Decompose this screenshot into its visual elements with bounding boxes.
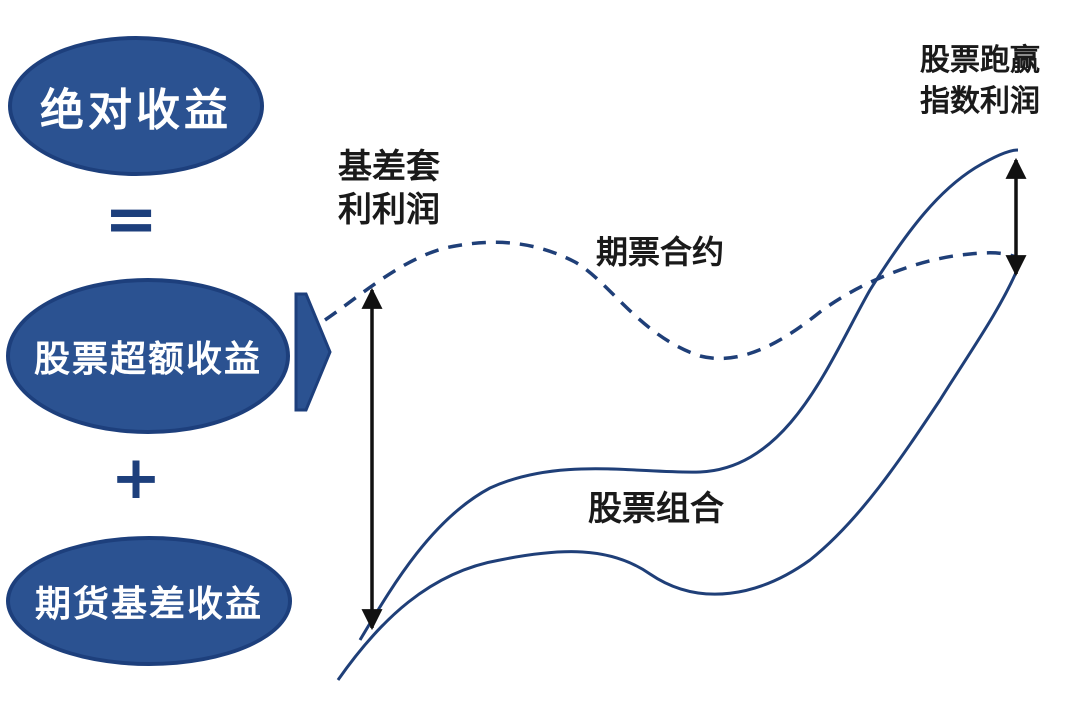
stock-portfolio-label: 股票组合	[588, 489, 724, 529]
absolute-return-ellipse: 绝对收益	[8, 36, 264, 176]
equals-sign: =	[104, 183, 158, 257]
futures-basis-return-ellipse: 期货基差收益	[6, 536, 292, 666]
stock-portfolio-upper-curve	[358, 148, 1019, 641]
basis-arbitrage-label-line2: 利利润	[338, 190, 440, 231]
alpha-profit-label-line1: 股票跑赢	[920, 43, 1040, 78]
futures-basis-return-label: 期货基差收益	[34, 584, 263, 625]
transition-arrow-icon	[294, 292, 332, 412]
futures-contract-label: 期票合约	[596, 233, 725, 271]
alpha-profit-label: 股票跑赢 指数利润	[920, 43, 1040, 119]
alpha-profit-label-line2: 指数利润	[920, 83, 1040, 119]
basis-arbitrage-label-line1: 基差套	[338, 147, 440, 187]
stock-excess-return-label: 股票超额收益	[33, 339, 262, 380]
plus-sign: +	[110, 443, 162, 513]
stock-portfolio-lower-curve	[336, 267, 1020, 681]
stock-excess-return-ellipse: 股票超额收益	[6, 278, 290, 434]
basis-arbitrage-label: 基差套 利利润	[338, 147, 440, 231]
futures-contract-curve	[324, 240, 1019, 361]
absolute-return-label: 绝对收益	[40, 85, 232, 136]
